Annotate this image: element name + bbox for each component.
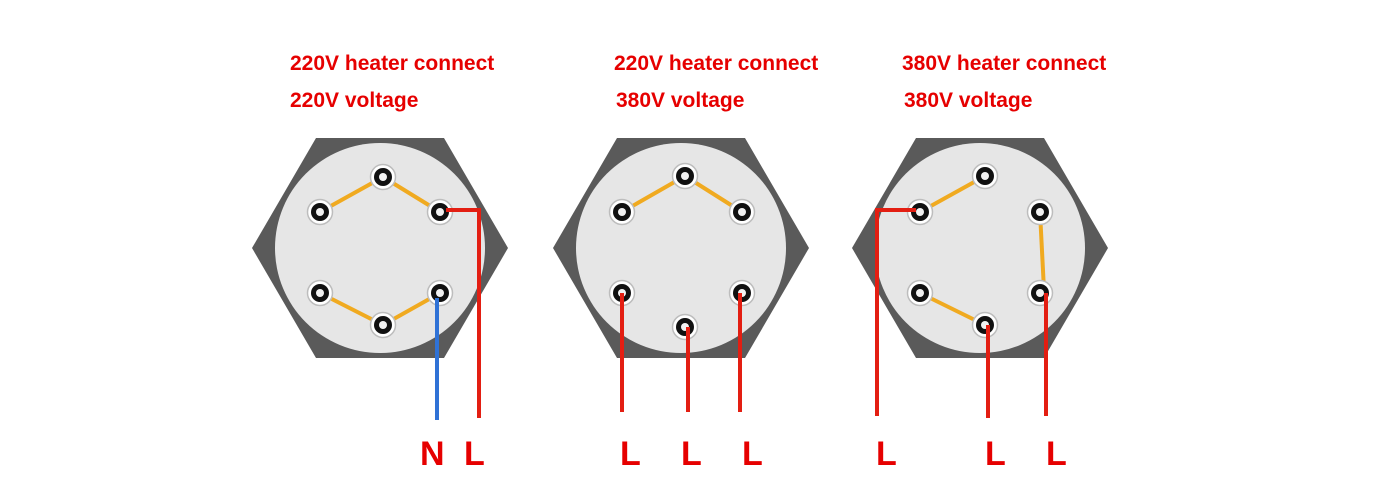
diagram-1-live-label: L (464, 435, 485, 473)
diagram-3-terminal-2-stud (916, 208, 924, 216)
diagram-1-terminal-1 (369, 163, 397, 191)
diagram-1-terminal-5 (426, 279, 454, 307)
diagram-3-heater-connect-caption: 380V heater connect (902, 52, 1107, 75)
diagram-2-live-label-2: L (681, 435, 702, 473)
diagram-1-terminal-2-stud (316, 208, 324, 216)
diagram-2-terminal-1 (671, 162, 699, 190)
diagram-3-terminal-3 (1026, 198, 1054, 226)
diagram-1-terminal-2 (306, 198, 334, 226)
diagram-3-voltage-caption: 380V voltage (904, 89, 1033, 112)
diagram-3-terminal-5 (1026, 279, 1054, 307)
diagram-1-terminal-6 (369, 311, 397, 339)
diagram-1-live-wire-2 (446, 208, 481, 418)
diagram-2-voltage-caption: 380V voltage (616, 89, 745, 112)
diagram-2-terminal-2-stud (618, 208, 626, 216)
diagram-3-terminal-4-stud (916, 289, 924, 297)
diagram-1-terminal-6-stud (379, 321, 387, 329)
diagram-1-terminal-3-stud (436, 208, 444, 216)
diagram-1-terminal-1-stud (379, 173, 387, 181)
diagram-1-neutral-label: N (420, 435, 445, 473)
diagram-2-live-label-1: L (620, 435, 641, 473)
diagram-2-terminal-3-stud (738, 208, 746, 216)
diagram-1-terminal-5-stud (436, 289, 444, 297)
diagram-3-live-wire-1 (875, 208, 916, 416)
diagram-2-terminal-3 (728, 198, 756, 226)
diagram-2-terminal-2 (608, 198, 636, 226)
diagram-1-voltage-caption: 220V voltage (290, 89, 419, 112)
diagram-2-terminal-1-stud (681, 172, 689, 180)
diagram-3-terminal-2 (906, 198, 934, 226)
diagram-3-terminal-6 (971, 311, 999, 339)
diagram-2-heater-connect-caption: 220V heater connect (614, 52, 819, 75)
diagram-2-terminal-6 (671, 313, 699, 341)
diagram-3-live-label-1: L (876, 435, 897, 473)
diagram-3-terminal-5-stud (1036, 289, 1044, 297)
diagram-3-terminal-4 (906, 279, 934, 307)
diagram-3-live-label-2: L (985, 435, 1006, 473)
diagram-1-heater-connect-caption: 220V heater connect (290, 52, 495, 75)
diagram-3-terminal-1-stud (981, 172, 989, 180)
diagram-1-terminal-4 (306, 279, 334, 307)
diagram-2-live-label-3: L (742, 435, 763, 473)
diagram-3-live-label-3: L (1046, 435, 1067, 473)
diagram-3-terminal-3-stud (1036, 208, 1044, 216)
diagram-1-terminal-4-stud (316, 289, 324, 297)
diagram-3-terminal-1 (971, 162, 999, 190)
